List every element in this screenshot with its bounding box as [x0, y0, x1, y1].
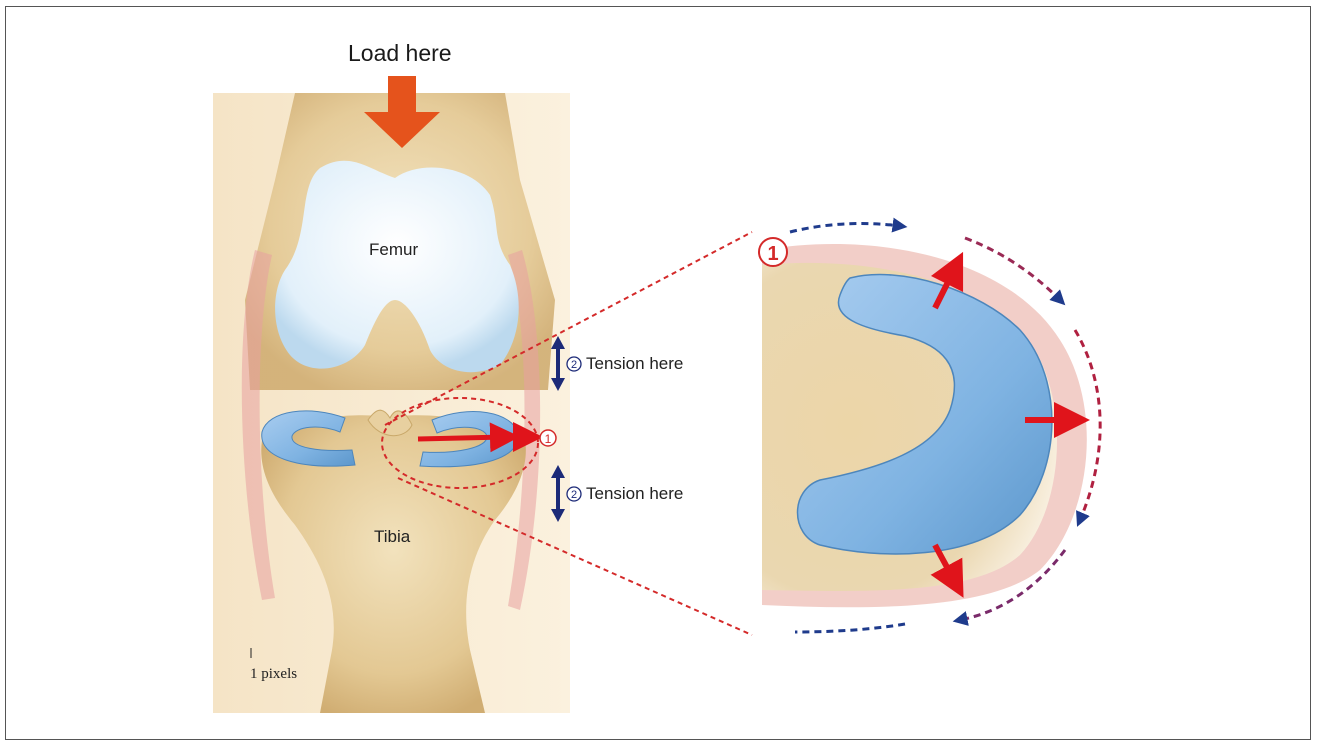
tension-label-upper: Tension here: [586, 354, 683, 374]
meniscus-extrusion-arrow: [418, 437, 505, 439]
femur-label: Femur: [369, 240, 418, 260]
scale-bar-label: 1 pixels: [250, 666, 297, 683]
tibia-label: Tibia: [374, 527, 410, 547]
marker-1-small-number: 1: [545, 432, 552, 446]
zoomed-meniscus-detail: [759, 224, 1100, 632]
knee-illustration: [213, 93, 570, 713]
hoop-stress-arc-lower-left: [795, 624, 905, 632]
marker-2-lower-number: 2: [571, 489, 577, 501]
marker-2-upper-number: 2: [571, 359, 577, 371]
tension-label-lower: Tension here: [586, 484, 683, 504]
load-label: Load here: [348, 40, 452, 67]
hoop-stress-arc-upper-left: [790, 224, 900, 232]
marker-1-large-number: 1: [767, 243, 778, 265]
